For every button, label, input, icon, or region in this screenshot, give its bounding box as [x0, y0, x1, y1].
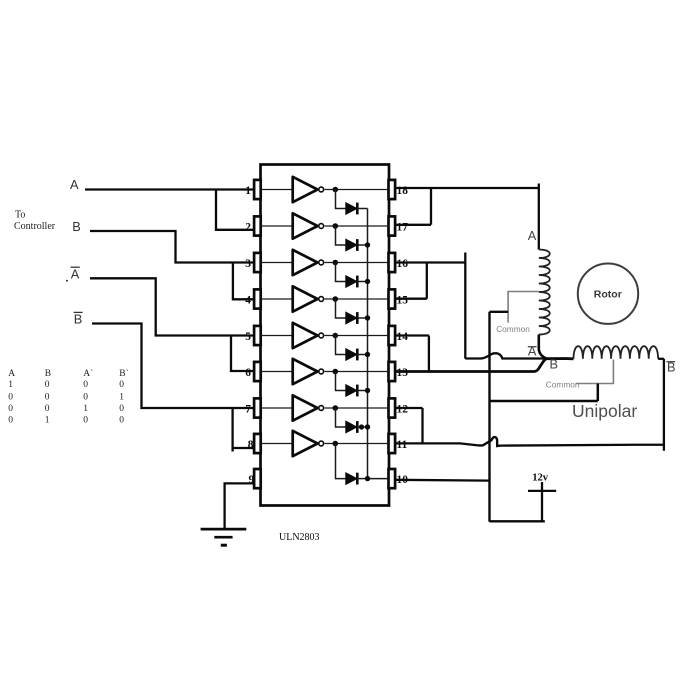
- svg-text:6: 6: [245, 367, 251, 379]
- svg-text:0: 0: [83, 415, 88, 425]
- svg-text:A: A: [8, 369, 15, 379]
- svg-text:9: 9: [249, 474, 255, 486]
- svg-text:Unipolar: Unipolar: [572, 401, 637, 421]
- svg-text:0: 0: [83, 380, 88, 390]
- svg-text:0: 0: [8, 404, 13, 414]
- svg-text:B: B: [74, 312, 83, 327]
- svg-text:5: 5: [245, 331, 251, 343]
- svg-text:0: 0: [45, 404, 50, 414]
- svg-text:12v: 12v: [532, 473, 549, 484]
- svg-text:0: 0: [119, 404, 124, 414]
- svg-text:4: 4: [245, 295, 251, 307]
- svg-text:A: A: [528, 343, 537, 358]
- svg-text:0: 0: [83, 392, 88, 402]
- svg-text:1: 1: [8, 380, 13, 390]
- svg-text:Common: Common: [496, 324, 530, 334]
- svg-text:Rotor: Rotor: [594, 289, 622, 301]
- svg-text:13: 13: [397, 367, 409, 379]
- svg-text:B`: B`: [119, 368, 129, 379]
- svg-text:15: 15: [397, 295, 409, 307]
- svg-text:B: B: [72, 219, 81, 234]
- svg-text:12: 12: [397, 404, 409, 416]
- svg-text:A: A: [71, 266, 80, 281]
- svg-text:14: 14: [397, 331, 409, 343]
- svg-text:1: 1: [45, 415, 50, 425]
- svg-text:A: A: [70, 177, 79, 192]
- svg-text:B: B: [667, 360, 676, 375]
- svg-text:11: 11: [397, 439, 408, 451]
- svg-text:0: 0: [119, 380, 124, 390]
- svg-text:2: 2: [245, 222, 251, 234]
- svg-text:16: 16: [397, 258, 409, 270]
- svg-text:A`: A`: [83, 368, 93, 379]
- svg-text:7: 7: [245, 404, 251, 416]
- svg-text:18: 18: [397, 185, 409, 197]
- svg-text:1: 1: [83, 404, 88, 414]
- svg-text:B: B: [550, 357, 559, 372]
- svg-text:8: 8: [248, 439, 254, 451]
- svg-text:0: 0: [45, 380, 50, 390]
- svg-text:1: 1: [119, 392, 124, 402]
- svg-text:0: 0: [8, 415, 13, 425]
- svg-text:0: 0: [45, 392, 50, 402]
- svg-text:To: To: [15, 210, 25, 221]
- svg-text:3: 3: [245, 258, 251, 270]
- svg-text:0: 0: [8, 392, 13, 402]
- svg-text:ULN2803: ULN2803: [279, 532, 320, 543]
- svg-text:B: B: [45, 369, 51, 379]
- svg-text:0: 0: [119, 415, 124, 425]
- svg-text:Controller: Controller: [14, 221, 56, 232]
- svg-text:17: 17: [397, 222, 409, 234]
- svg-text:Common: Common: [546, 379, 580, 389]
- svg-text:A: A: [528, 228, 537, 243]
- svg-text:1: 1: [245, 185, 251, 197]
